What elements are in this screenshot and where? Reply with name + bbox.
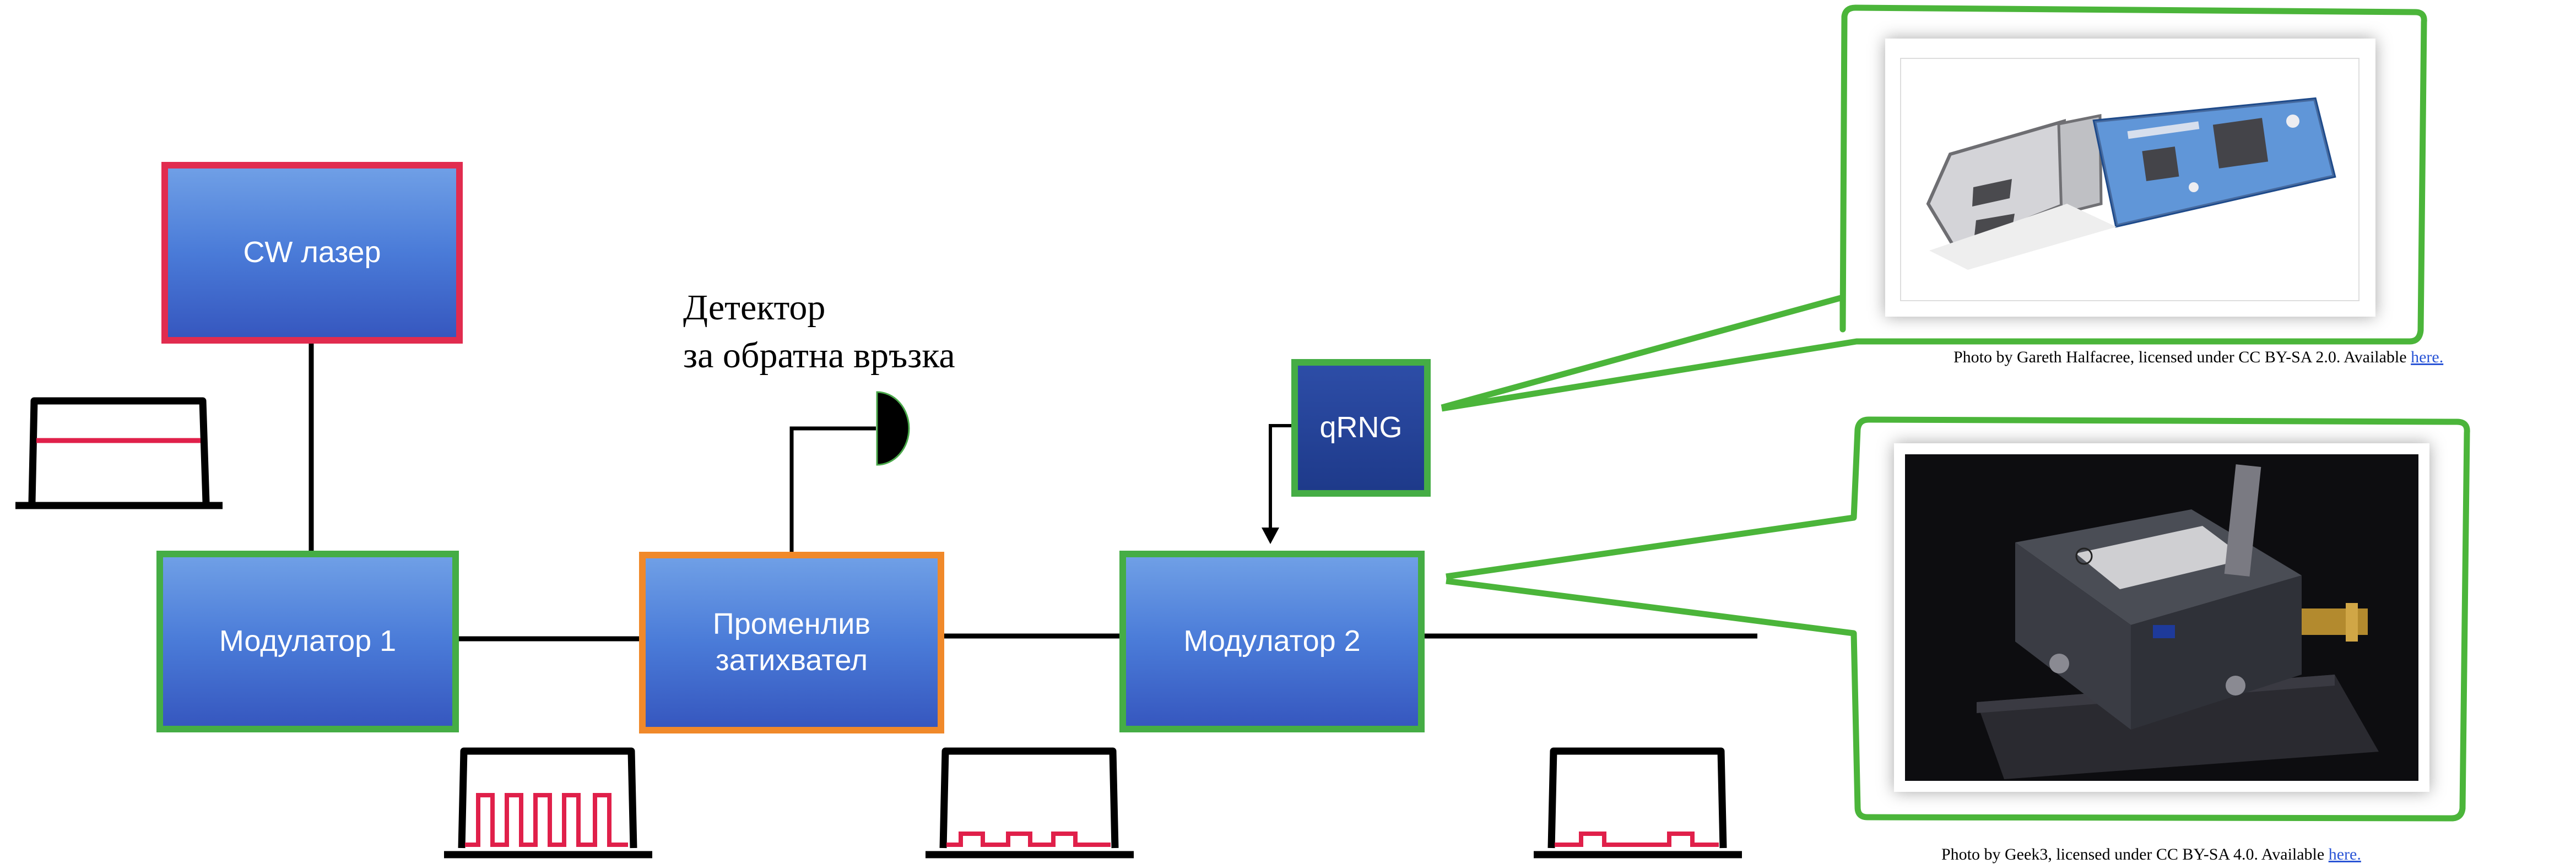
signal-scope-icon [926, 747, 1134, 858]
modulator1-box: Модулатор 1 [156, 551, 459, 732]
cw-laser-box: CW лазер [161, 162, 463, 344]
modulator2-label: Модулатор 2 [1183, 624, 1361, 658]
usb-photo-credit: Photo by Gareth Halfacree, licensed unde… [1953, 348, 2443, 367]
usb-photo-credit-text: Photo by Gareth Halfacree, licensed unde… [1953, 348, 2411, 366]
attenuator-label: Променлив затихвател [713, 606, 870, 679]
modulator2-box: Модулатор 2 [1119, 551, 1425, 732]
usb-photo-credit-link[interactable]: here. [2411, 348, 2444, 366]
attenuator-box: Променлив затихвател [639, 552, 944, 733]
cw-laser-label: CW лазер [243, 236, 381, 269]
signal-scope-icon [15, 397, 223, 509]
usb-stick-image [1900, 58, 2359, 301]
modulator-photo-credit-text: Photo by Geek3, licensed under CC BY-SA … [1941, 845, 2329, 863]
qrng-label: qRNG [1319, 411, 1403, 444]
detector-label-line1: Детектор [683, 287, 826, 328]
modulator1-label: Модулатор 1 [219, 624, 397, 658]
modulator-image [1905, 454, 2418, 781]
line-attenuator-detector [789, 426, 876, 553]
detector-icon [876, 391, 910, 466]
attenuator-label-line1: Променлив [712, 607, 871, 641]
modulator-photo-credit-link[interactable]: here. [2328, 845, 2361, 863]
usb-qrng-photo [1885, 39, 2375, 317]
qrng-box: qRNG [1291, 359, 1431, 497]
callout-usb [1441, 4, 2427, 412]
signal-scope-icon [444, 747, 652, 858]
modulator-photo-credit: Photo by Geek3, licensed under CC BY-SA … [1941, 845, 2361, 864]
line-qrng-modulator2 [1269, 424, 1294, 529]
modulator-photo [1894, 443, 2429, 792]
callout-modulator [1446, 416, 2470, 822]
signal-scope-icon [1534, 747, 1742, 858]
detector-label: Детектор за обратна връзка [683, 284, 955, 379]
arrow-down-icon [1262, 528, 1279, 544]
detector-label-line2: за обратна връзка [683, 335, 955, 376]
attenuator-label-line2: затихвател [715, 644, 868, 677]
